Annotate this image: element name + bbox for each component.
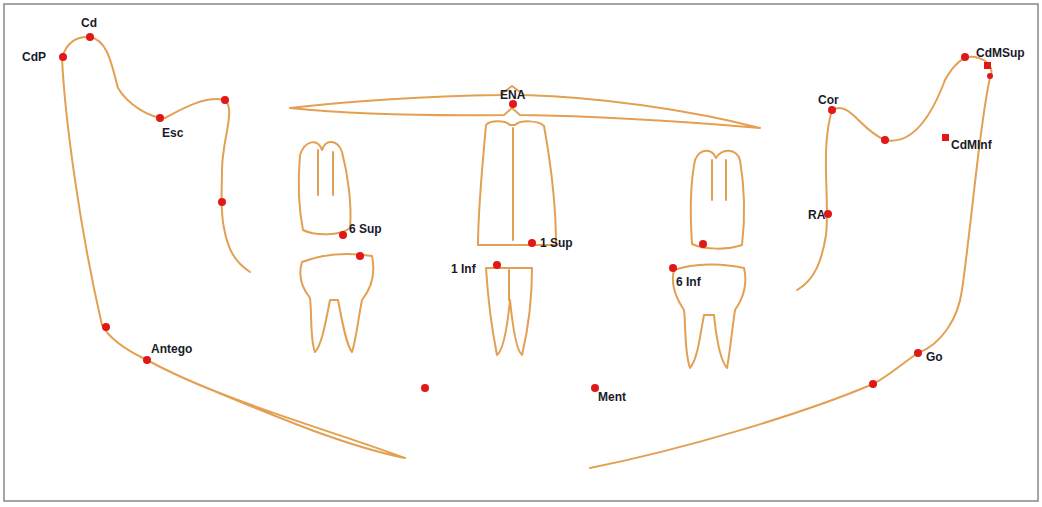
landmark-label: Cd bbox=[81, 16, 97, 30]
landmark-label: ENA bbox=[500, 88, 525, 102]
landmark-label: CdP bbox=[22, 50, 46, 64]
landmark-label: Go bbox=[926, 350, 943, 364]
landmark-label: 1 Inf bbox=[451, 262, 476, 276]
landmark-label: Esc bbox=[162, 126, 183, 140]
landmark-label: Ment bbox=[598, 390, 626, 404]
landmark-label: RA bbox=[808, 208, 825, 222]
landmark-label: Antego bbox=[151, 342, 192, 356]
landmark-label: 1 Sup bbox=[540, 236, 573, 250]
landmark-label: Cor bbox=[818, 93, 839, 107]
landmark-label: CdMSup bbox=[976, 46, 1025, 60]
landmark-label: CdMInf bbox=[951, 138, 992, 152]
landmark-label: 6 Sup bbox=[349, 222, 382, 236]
landmark-label: 6 Inf bbox=[676, 275, 701, 289]
